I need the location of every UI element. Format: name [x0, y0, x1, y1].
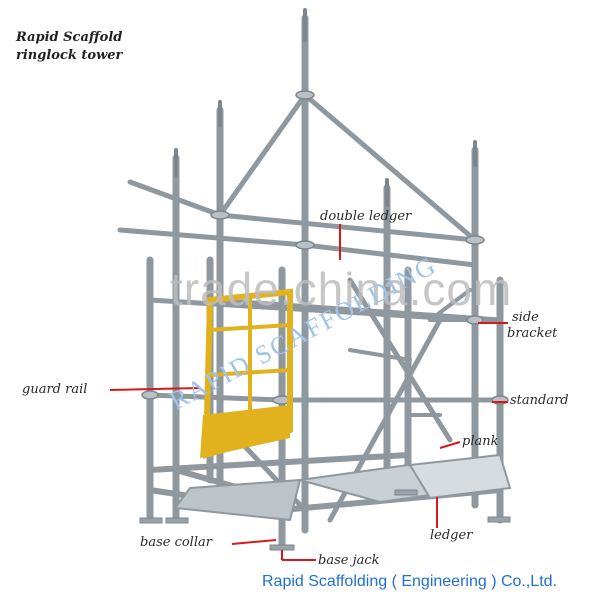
base-plates	[139, 489, 511, 551]
title-line-1: Rapid Scaffold	[16, 30, 123, 45]
top-ledgers	[117, 92, 478, 268]
label-plank: plank	[462, 434, 499, 449]
label-standard: standard	[510, 393, 569, 408]
side-bracket-frame	[348, 288, 502, 417]
label-ledger: ledger	[430, 528, 473, 543]
guard-rail-panel	[200, 288, 293, 460]
mid-ledgers	[147, 297, 503, 403]
label-side: side	[512, 310, 539, 325]
rosettes	[141, 90, 509, 405]
deck-planks	[173, 453, 512, 522]
label-base-collar: base collar	[140, 535, 212, 550]
label-double-ledger: double ledger	[320, 209, 412, 224]
label-guard-rail: guard rail	[22, 382, 88, 397]
leader-lines	[109, 224, 508, 561]
label-base-jack: base jack	[318, 553, 380, 568]
title-line-2: ringlock tower	[16, 48, 123, 63]
company-name: Rapid Scaffolding ( Engineering ) Co.,Lt…	[262, 573, 557, 590]
label-bracket: bracket	[507, 326, 558, 341]
spigots	[174, 8, 477, 207]
watermark-site: trade.china.com	[170, 263, 513, 315]
